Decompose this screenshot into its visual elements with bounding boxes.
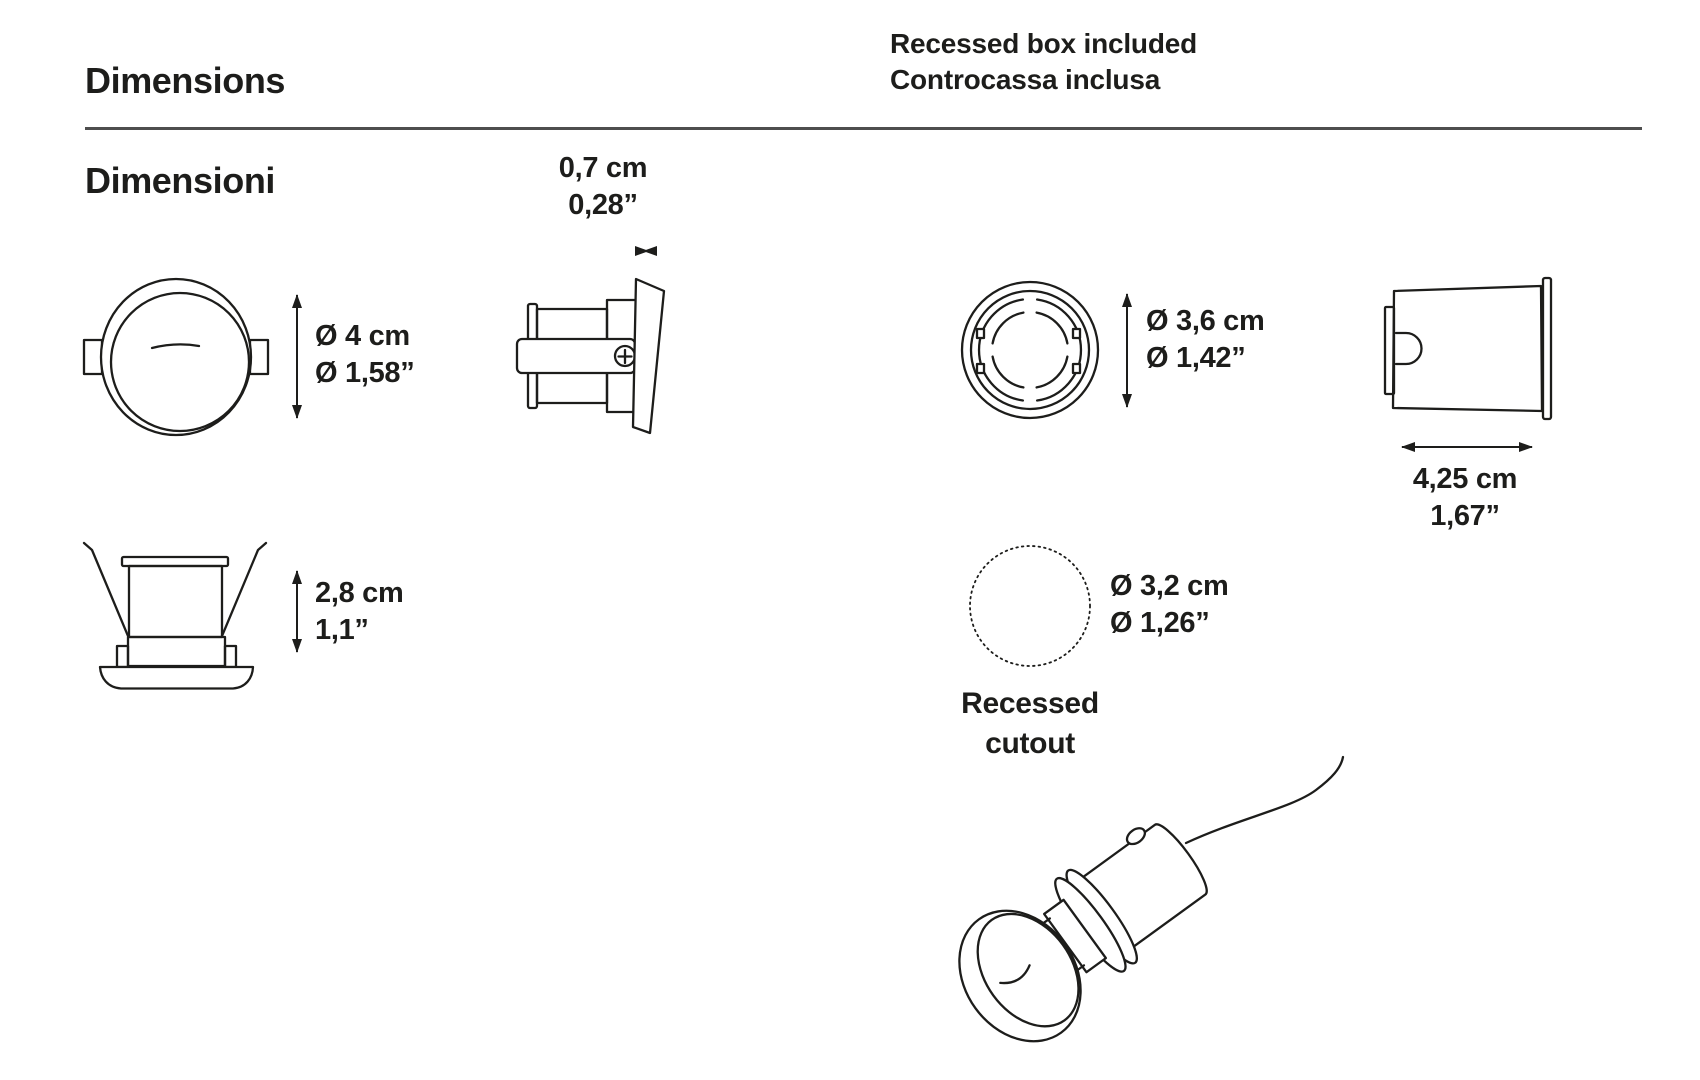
box-side-dim-metric: 4,25 cm [1412,463,1518,495]
side-dim-metric: 0,7 cm [558,152,648,184]
lamp-face-rim [976,912,1080,1028]
cutout-caption-line1: Recessed [961,687,1099,720]
front-dimension-label: Ø 4 cm Ø 1,58” [315,318,415,392]
side-screw-cross [617,348,633,365]
recessed-box-note: Recessed box included Controcassa inclus… [890,26,1197,98]
height-right-lug [223,644,238,669]
height-dimension-label: 2,8 cm 1,1” [315,575,404,649]
recessed-cutout-view [969,545,1091,667]
front-dim-imperial: Ø 1,58” [315,357,415,389]
box-front-ring-left [977,298,1025,402]
box-side-flange [1541,276,1553,421]
recessed-box-front-view [960,280,1132,420]
page-title: Dimensions Dimensioni [85,6,285,256]
box-side-dim-imperial: 1,67” [1430,500,1500,532]
cutout-dim-imperial: Ø 1,26” [1110,607,1210,639]
box-front-dimension-label: Ø 3,6 cm Ø 1,42” [1146,303,1265,377]
side-trim-lip [631,277,666,435]
box-front-inner-arc-se [1035,355,1069,389]
side-dimension-label: 0,7 cm 0,28” [520,150,686,224]
cutout-dotted-circle [969,545,1091,667]
box-front-inner-arc-nw [991,311,1025,345]
height-lower-section [126,635,227,668]
box-front-tab-1 [975,327,986,340]
height-top-cap [120,555,230,568]
header-divider [85,127,1642,130]
height-dim-metric: 2,8 cm [315,577,404,609]
height-body [127,564,224,639]
height-trim-ring [98,665,255,690]
lamp-3d-body [958,823,1208,1043]
front-slot [150,343,201,350]
side-dim-imperial: 0,28” [568,189,638,221]
box-front-inner-arc-ne [1035,311,1069,345]
cutout-caption: Recessed cutout [925,684,1135,764]
box-front-inner-arc-sw [991,355,1025,389]
power-cable [1184,755,1345,845]
spring-clip-right [220,541,268,638]
box-front-dim-imperial: Ø 1,42” [1146,342,1246,374]
box-front-tab-3 [1071,327,1082,340]
note-it: Controcassa inclusa [890,64,1161,95]
spring-clip-left [82,541,130,638]
box-side-cable-slot [1394,331,1423,366]
front-left-tab [82,338,104,376]
box-side-body [1391,284,1544,413]
fixture-height-view [82,541,302,690]
note-en: Recessed box included [890,28,1198,59]
lamp-face-slot [999,964,1031,985]
front-right-tab [248,338,270,376]
box-front-dim-metric: Ø 3,6 cm [1146,305,1265,337]
lamp-face [958,909,1082,1043]
page-title-it: Dimensioni [85,160,276,201]
front-dim-metric: Ø 4 cm [315,320,410,352]
box-front-tab-4 [1071,362,1082,375]
front-inner-rim [109,291,251,433]
height-left-lug [115,644,130,669]
box-side-back-plate [1383,305,1396,396]
box-front-tab-2 [975,362,986,375]
page-title-en: Dimensions [85,60,286,101]
fixture-side-view [515,246,666,435]
box-front-outer-circle [960,280,1100,420]
front-outer-rim [99,277,253,437]
cutout-dim-metric: Ø 3,2 cm [1110,570,1229,602]
box-side-dimension-label: 4,25 cm 1,67” [1377,461,1553,535]
box-front-second-circle [969,289,1091,411]
cutout-caption-line2: cutout [985,727,1075,760]
height-dim-imperial: 1,1” [315,614,369,646]
product-3d-drawing [958,755,1345,1043]
box-front-ring-right [1035,298,1083,402]
cutout-dimension-label: Ø 3,2 cm Ø 1,26” [1110,568,1229,642]
lamp-notch [1125,827,1147,846]
recessed-box-side-view [1383,276,1553,452]
fixture-front-view [82,277,302,437]
